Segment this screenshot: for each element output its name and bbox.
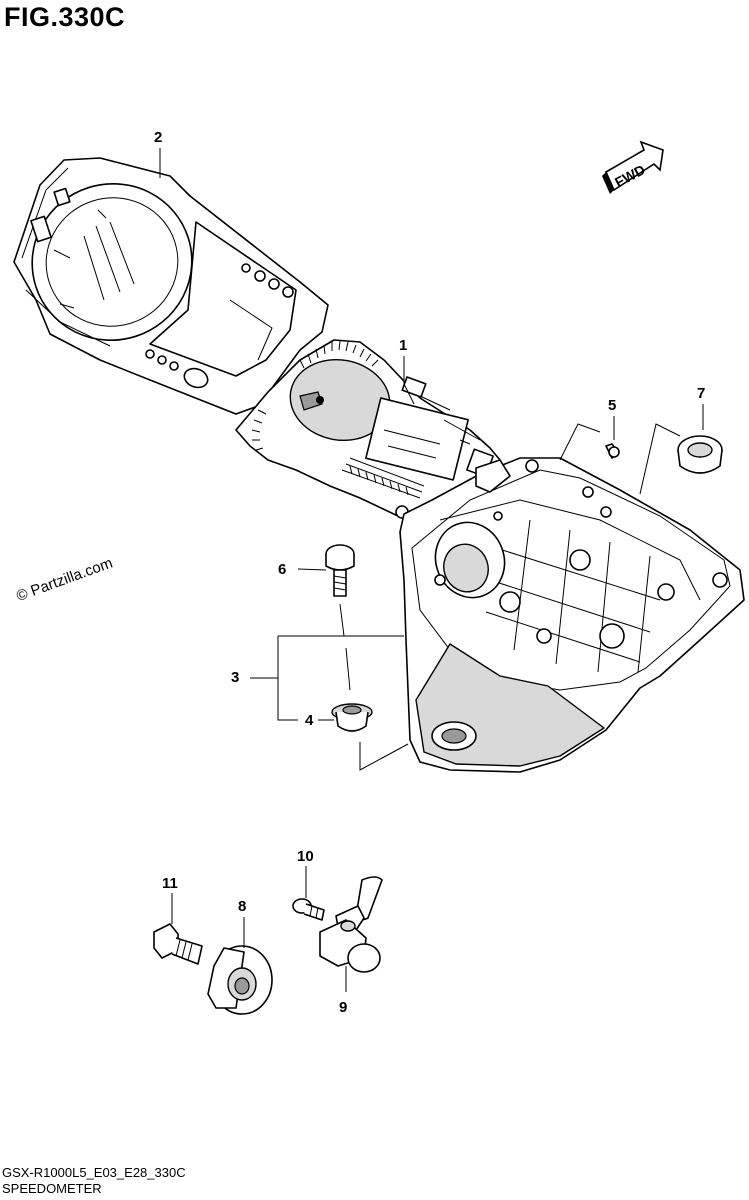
callout-8: 8 — [238, 898, 247, 915]
part-9-speed-sensor — [319, 876, 383, 973]
part-10-screw — [292, 898, 325, 921]
callout-2: 2 — [154, 129, 163, 146]
callout-10: 10 — [297, 848, 314, 865]
part-3-meter-case — [399, 457, 745, 773]
diagram-code: GSX-R1000L5_E03_E28_330C — [2, 1165, 186, 1180]
part-7-cushion — [677, 435, 723, 474]
section-name: SPEEDOMETER — [2, 1181, 102, 1196]
part-8-collar — [207, 945, 273, 1015]
callout-4: 4 — [305, 712, 314, 729]
callout-3: 3 — [231, 669, 240, 686]
callout-9: 9 — [339, 999, 348, 1016]
callout-11: 11 — [162, 875, 178, 892]
callout-1: 1 — [399, 337, 408, 354]
callout-7: 7 — [697, 385, 706, 402]
callout-5: 5 — [608, 397, 617, 414]
fwd-arrow-icon: FWD — [602, 140, 664, 194]
part-2-meter-cover — [13, 157, 329, 415]
part-5-screw — [605, 443, 620, 459]
leader-lines — [159, 148, 704, 992]
part-6-screw — [325, 544, 355, 597]
part-1-meter-assembly — [235, 339, 501, 523]
figure-title: FIG.330C — [4, 2, 126, 32]
callout-6: 6 — [278, 561, 287, 578]
part-4-grommet — [331, 703, 373, 732]
part-11-bolt — [153, 923, 203, 965]
